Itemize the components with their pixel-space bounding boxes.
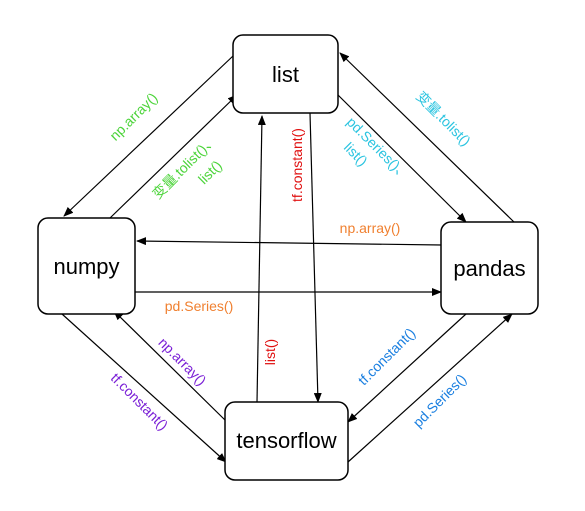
- node-pandas: pandas: [440, 221, 539, 315]
- edge-tensorflow-to-list: [256, 115, 266, 403]
- node-numpy: numpy: [37, 217, 136, 315]
- edge-tensorflow-to-pandas: [347, 313, 513, 463]
- label-tensorflow-to-numpy: np.array(): [155, 334, 209, 388]
- edge-labels: np.array() 变量.tolist()、 list() 变量.tolist…: [106, 88, 474, 433]
- edge-list-to-tensorflow: [309, 112, 322, 403]
- edge-pandas-to-list: [339, 52, 515, 223]
- edge-list-to-pandas: [337, 94, 467, 223]
- node-tensorflow-label: tensorflow: [236, 428, 336, 453]
- edge-pandas-to-numpy: [136, 237, 443, 246]
- label-tensorflow-to-list: list(): [262, 339, 278, 365]
- label-list-to-numpy: np.array(): [106, 89, 160, 143]
- label-pandas-to-tensorflow: tf.constant(): [355, 325, 419, 389]
- node-pandas-label: pandas: [453, 256, 525, 281]
- edge-pandas-to-tensorflow: [347, 313, 467, 423]
- label-pandas-to-numpy: np.array(): [340, 220, 401, 236]
- edge-numpy-to-list: [109, 94, 238, 219]
- node-numpy-label: numpy: [53, 254, 119, 279]
- edge-tensorflow-to-numpy: [113, 310, 227, 422]
- node-tensorflow: tensorflow: [224, 401, 349, 481]
- label-numpy-to-tensorflow: tf.constant(): [108, 370, 172, 434]
- label-numpy-to-pandas: pd.Series(): [165, 298, 233, 314]
- edge-numpy-to-tensorflow: [61, 313, 227, 463]
- edge-list-to-numpy: [63, 55, 234, 217]
- label-list-to-tensorflow: tf.constant(): [289, 128, 305, 202]
- node-list-label: list: [272, 62, 299, 87]
- node-list: list: [232, 34, 339, 114]
- edges: [61, 52, 515, 463]
- label-pandas-to-list: 变量.tolist(): [413, 88, 474, 149]
